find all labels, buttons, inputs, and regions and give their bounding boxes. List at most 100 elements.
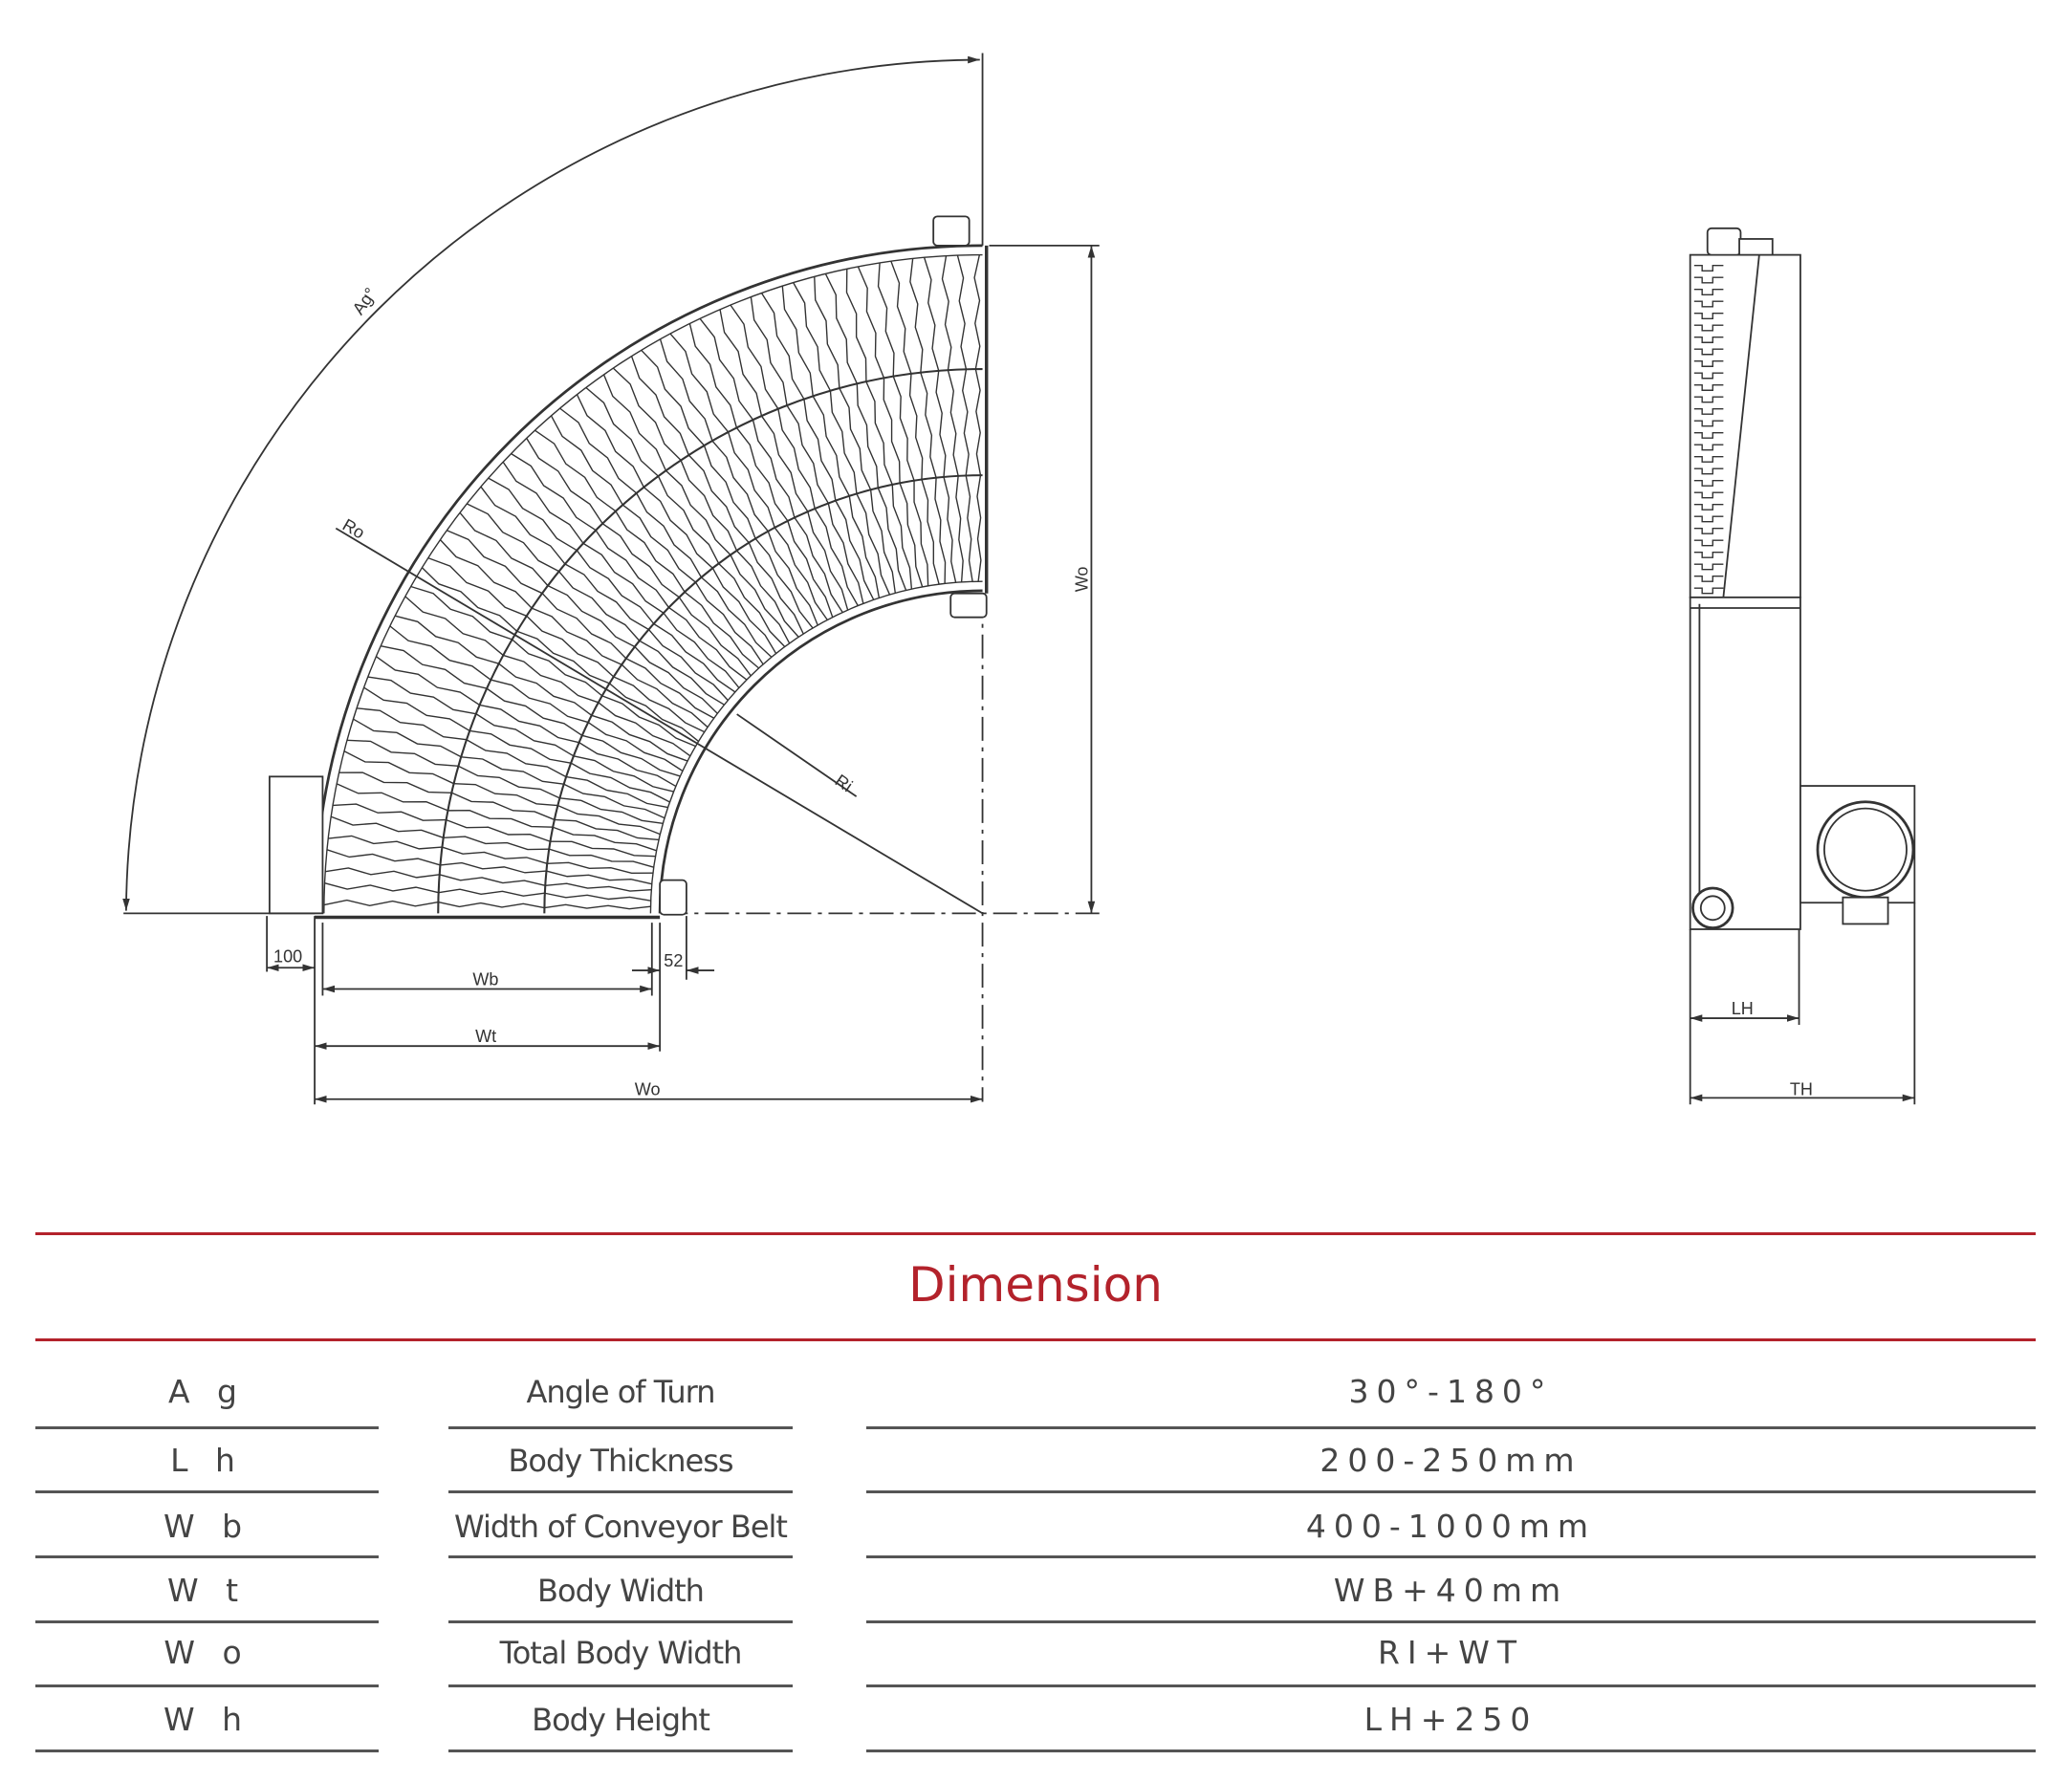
row-symbol: W b	[163, 1508, 251, 1545]
belt-module	[824, 273, 858, 384]
belt-module	[353, 718, 462, 758]
belt-module	[848, 495, 881, 598]
side-body	[1689, 596, 1801, 930]
belt-module	[328, 835, 443, 850]
belt-module	[612, 367, 682, 461]
side-belt-module	[1693, 444, 1724, 451]
belt-module	[559, 407, 638, 494]
row-name: Body Width	[537, 1573, 705, 1609]
belt-module	[343, 750, 454, 785]
belt-module	[877, 263, 895, 377]
belt-module	[512, 639, 603, 697]
belt-module	[857, 266, 885, 379]
belt-module	[421, 567, 518, 632]
row-value: WB+40mm	[1333, 1572, 1569, 1609]
belt-module	[639, 640, 725, 706]
belt-module	[890, 261, 912, 375]
row-divider	[448, 1684, 793, 1687]
belt-module	[573, 755, 674, 793]
belt-module	[760, 415, 809, 512]
belt-module	[856, 493, 891, 596]
belt-module	[440, 861, 547, 874]
belt-module	[469, 729, 572, 764]
side-belt-module	[1693, 539, 1724, 547]
belt-module	[475, 713, 575, 757]
label-ro: Ro	[339, 515, 368, 543]
belt-module	[665, 469, 731, 555]
belt-module	[558, 571, 641, 641]
belt-module	[934, 477, 947, 584]
belt-module	[546, 870, 652, 885]
belt-module	[636, 492, 703, 578]
belt-module	[491, 679, 589, 724]
belt-module	[363, 686, 470, 732]
belt-module	[668, 606, 748, 681]
belt-module	[621, 663, 709, 728]
belt-module	[488, 477, 578, 552]
belt-module	[615, 511, 686, 593]
belt-module	[767, 531, 818, 626]
side-belt-module	[1693, 360, 1724, 367]
belt-module	[357, 707, 468, 741]
belt-module	[601, 695, 696, 748]
belt-module	[814, 508, 859, 606]
belt-module	[803, 399, 837, 501]
row-divider	[866, 1620, 2036, 1623]
side-belt-module	[1693, 276, 1724, 284]
belt-module	[550, 415, 623, 506]
belt-module	[458, 765, 560, 799]
belt-module	[323, 899, 439, 907]
belt-module	[641, 349, 706, 446]
belt-module	[869, 489, 897, 594]
belt-module	[461, 756, 564, 785]
side-belt-module	[1693, 503, 1724, 511]
row-symbol: L h	[170, 1442, 244, 1479]
belt-module	[923, 257, 940, 372]
belt-module	[711, 440, 769, 532]
belt-pattern	[323, 254, 982, 910]
belt-module	[503, 654, 600, 704]
belt-module	[748, 542, 804, 635]
belt-module	[787, 520, 834, 618]
belt-module	[451, 792, 556, 821]
belt-module	[554, 818, 660, 841]
belt-module	[630, 356, 689, 456]
belt-module	[921, 479, 940, 585]
belt-module	[947, 369, 959, 476]
row-divider	[35, 1749, 379, 1752]
side-belt-module	[1693, 372, 1724, 380]
table-title: Dimension	[908, 1257, 1163, 1313]
belt-module	[559, 797, 664, 825]
belt-module	[719, 309, 763, 417]
label-52: 52	[664, 951, 683, 970]
row-name: Width of Conveyor Belt	[454, 1509, 788, 1545]
side-belt-module	[1693, 337, 1724, 343]
belt-module	[549, 848, 654, 868]
belt-module	[735, 426, 789, 522]
belt-module	[585, 386, 659, 477]
belt-module	[877, 488, 907, 591]
belt-module	[684, 591, 760, 669]
side-belt-module	[1693, 265, 1724, 272]
belt-module	[955, 475, 964, 582]
belt-module	[699, 317, 754, 421]
row-divider	[866, 1749, 2036, 1752]
belt-module	[807, 511, 849, 611]
belt-module	[541, 593, 627, 660]
belt-module	[333, 803, 447, 821]
belt-module	[439, 539, 533, 609]
belt-module	[486, 687, 583, 736]
belt-module	[678, 597, 752, 677]
belt-module	[973, 254, 981, 370]
belt-module	[688, 323, 738, 428]
belt-module	[410, 585, 513, 641]
belt-module	[331, 815, 445, 838]
belt-module	[643, 487, 713, 569]
label-wb: Wb	[472, 969, 498, 989]
belt-module	[669, 333, 730, 433]
belt-module	[578, 742, 677, 788]
belt-module	[581, 734, 681, 777]
belt-module	[550, 840, 656, 858]
belt-module	[526, 615, 615, 678]
belt-module	[367, 676, 476, 715]
